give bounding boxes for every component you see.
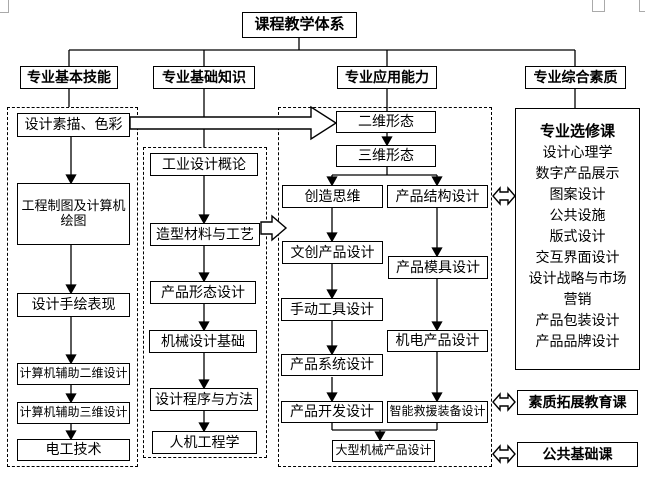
node-design-sketch-color: 设计素描、色彩 xyxy=(17,113,130,137)
node-mechatronic-product-design: 机电产品设计 xyxy=(387,330,488,352)
double-arrow-icon xyxy=(492,392,516,412)
arrow-down-icon xyxy=(198,176,210,225)
node-hand-drawing: 设计手绘表现 xyxy=(17,293,130,317)
arrow-down-icon xyxy=(65,137,77,185)
node-application-ability: 专业应用能力 xyxy=(337,66,437,89)
elective-item: 设计战略与市场营销 xyxy=(528,270,627,307)
scan-artifact xyxy=(592,0,605,12)
arrow-down-icon xyxy=(65,385,77,404)
node-comprehensive-quality: 专业综合素质 xyxy=(525,66,626,89)
node-large-machinery-product-design: 大型机械产品设计 xyxy=(332,440,435,462)
arrow-down-icon xyxy=(65,424,77,441)
node-quality-development-course: 素质拓展教育课 xyxy=(517,390,638,415)
arrow-down-icon xyxy=(431,175,443,187)
node-creative-thinking: 创造思维 xyxy=(282,185,383,208)
elective-item: 公共设施 xyxy=(549,207,606,223)
node-mechanical-design-basics: 机械设计基础 xyxy=(149,330,257,353)
elective-item: 产品品牌设计 xyxy=(535,333,620,349)
node-cad-2d: 计算机辅助二维设计 xyxy=(17,363,130,385)
arrow-down-icon xyxy=(431,208,443,258)
arrow-down-icon xyxy=(431,352,443,403)
group-application-frame xyxy=(278,107,492,467)
node-basic-knowledge: 专业基础知识 xyxy=(153,66,255,89)
arrow-down-icon xyxy=(326,175,338,187)
node-cad-3d: 计算机辅助三维设计 xyxy=(17,402,130,424)
arrow-down-icon xyxy=(374,430,386,442)
arrow-down-icon xyxy=(198,304,210,332)
node-public-basic-course: 公共基础课 xyxy=(517,442,638,467)
elective-courses-panel: 专业选修课 设计心理学 数字产品展示 图案设计 公共设施 版式设计 交互界面设计… xyxy=(515,108,640,370)
node-product-development-design: 产品开发设计 xyxy=(281,401,383,423)
node-product-form-design: 产品形态设计 xyxy=(150,281,256,304)
elective-item: 产品包装设计 xyxy=(535,312,620,328)
group-basic-skills-frame xyxy=(7,107,138,467)
double-arrow-icon xyxy=(492,186,516,206)
arrow-down-icon xyxy=(65,245,77,295)
node-course-teaching-system: 课程教学体系 xyxy=(242,12,357,38)
node-engineering-drawing-cad: 工程制图及计算机绘图 xyxy=(17,183,130,245)
scan-artifact xyxy=(0,0,9,13)
node-product-system-design: 产品系统设计 xyxy=(281,354,383,376)
elective-item: 数字产品展示 xyxy=(535,165,620,181)
double-arrow-icon xyxy=(492,444,516,464)
scan-artifact xyxy=(639,0,645,12)
node-electrician-tech: 电工技术 xyxy=(17,439,130,461)
hollow-arrows xyxy=(129,105,516,464)
tree-connector-lines xyxy=(68,38,576,431)
arrow-down-icon xyxy=(326,264,338,300)
node-cultural-product-design: 文创产品设计 xyxy=(282,241,383,264)
node-product-structure-design: 产品结构设计 xyxy=(387,185,488,208)
node-design-procedure-method: 设计程序与方法 xyxy=(150,388,258,411)
hollow-arrow-right-icon xyxy=(129,105,338,141)
node-materials-craft: 造型材料与工艺 xyxy=(150,223,260,246)
node-intelligent-rescue-equipment-design: 智能救援装备设计 xyxy=(387,401,488,423)
group-basic-knowledge-frame xyxy=(143,147,267,458)
elective-item: 图案设计 xyxy=(549,186,606,202)
arrow-down-icon xyxy=(198,353,210,390)
arrow-down-icon xyxy=(326,321,338,356)
node-basic-skills: 专业基本技能 xyxy=(20,66,118,89)
node-product-mold-design: 产品模具设计 xyxy=(388,256,488,279)
node-hand-tool-design: 手动工具设计 xyxy=(281,298,383,321)
node-industrial-design-intro: 工业设计概论 xyxy=(150,153,258,176)
node-3d-form: 三维形态 xyxy=(336,145,436,167)
elective-item: 交互界面设计 xyxy=(535,249,620,265)
arrow-down-icon xyxy=(198,246,210,283)
arrow-down-icon xyxy=(431,279,443,332)
arrow-down-icon xyxy=(326,377,338,403)
arrow-down-icon xyxy=(381,133,393,147)
hollow-arrow-right-icon xyxy=(260,214,288,242)
node-2d-form: 二维形态 xyxy=(336,111,436,133)
arrow-down-icon xyxy=(65,317,77,365)
arrow-down-icon xyxy=(198,411,210,433)
elective-item: 设计心理学 xyxy=(542,144,613,160)
flow-arrows xyxy=(65,133,443,442)
elective-panel-title: 专业选修课 xyxy=(539,123,615,140)
node-ergonomics: 人机工程学 xyxy=(152,431,257,454)
arrow-down-icon xyxy=(326,208,338,243)
elective-item: 版式设计 xyxy=(549,228,606,244)
